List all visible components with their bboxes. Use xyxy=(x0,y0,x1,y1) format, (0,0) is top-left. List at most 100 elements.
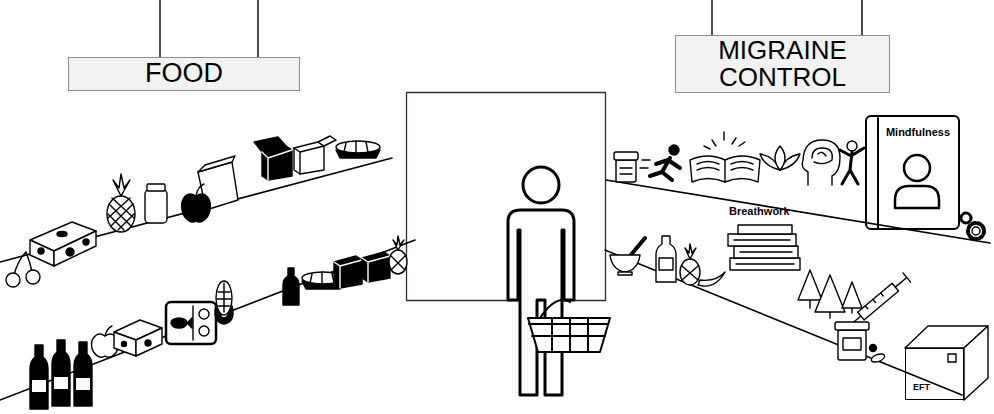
stretching-person-icon-part xyxy=(847,141,857,151)
pineapple-icon-part xyxy=(391,256,405,270)
boxes-icon xyxy=(254,136,336,180)
stretching-person-icon-part xyxy=(840,148,864,184)
pill-bottle-icon-part xyxy=(616,160,636,182)
grocery-bag-icon-part xyxy=(196,184,204,196)
shopping-basket xyxy=(528,300,610,352)
box-decoration-part xyxy=(948,354,956,362)
shopper-figure-part xyxy=(523,167,559,203)
gear-icon-part xyxy=(961,213,971,223)
pineapple-icon-part xyxy=(680,259,700,285)
pie-icon-part xyxy=(336,141,380,153)
cheese-icon-part xyxy=(66,248,74,256)
corn-icon xyxy=(215,281,233,324)
cheese-icon-part xyxy=(57,232,67,237)
pineapple-icon-part xyxy=(107,196,135,232)
cheese-icon-part xyxy=(114,332,136,356)
shopping-basket-part xyxy=(528,318,610,352)
cheese-icon xyxy=(114,320,162,356)
pie-icon-part xyxy=(310,272,334,284)
book-stack-icon-part xyxy=(734,240,794,264)
banana-icon-part xyxy=(698,272,725,286)
sign-rope-part xyxy=(861,0,862,35)
bottle-icon xyxy=(283,268,299,305)
cheese-icon xyxy=(30,222,96,266)
pie-icon-part xyxy=(344,141,368,153)
grocery-bag-icon xyxy=(182,156,238,222)
runner-icon-part xyxy=(640,160,650,168)
shopper-figure-part xyxy=(508,210,574,395)
bottle-icon-part xyxy=(659,258,673,270)
cheese-icon-part xyxy=(145,340,151,346)
jar-icon-part xyxy=(147,184,165,191)
bento-tray-icon-part xyxy=(187,318,192,328)
boxes-icon-part xyxy=(362,252,390,282)
runner-icon-part xyxy=(650,158,680,180)
brain-head-icon-part xyxy=(812,148,832,164)
aisle-sign: FOOD xyxy=(68,57,300,91)
pineapple-icon xyxy=(389,236,407,274)
pineapple-icon-part xyxy=(393,236,404,250)
jar-icon xyxy=(145,184,167,223)
shelf-line xyxy=(0,158,990,400)
pill-bottle-icon-part xyxy=(614,152,638,160)
sparkle-icon xyxy=(704,132,745,149)
book-stack-icon-part xyxy=(738,225,792,234)
pill-bottle-icon xyxy=(835,322,886,364)
boxes-icon-part xyxy=(262,146,292,180)
pineapple-icon xyxy=(680,244,700,285)
corn-icon-part xyxy=(217,283,231,312)
jar-icon-part xyxy=(145,190,167,223)
bottle-icon-part xyxy=(656,236,676,282)
box-decoration-part xyxy=(964,326,988,400)
bento-tray-icon-part xyxy=(199,326,209,336)
grocery-bag-icon-part xyxy=(182,194,211,222)
lotus-icon-part xyxy=(775,146,785,170)
boxes-icon xyxy=(334,252,390,288)
brain-head-icon xyxy=(802,140,840,185)
pill-bottle-icon-part xyxy=(870,352,886,363)
doorway-frame xyxy=(407,93,606,301)
pineapple-icon-part xyxy=(685,244,696,259)
banana-icon xyxy=(698,272,725,286)
bottle-icon xyxy=(656,236,676,282)
stretching-person-icon xyxy=(840,141,864,184)
pill-bottle-icon-part xyxy=(835,322,869,330)
pineapple-icon xyxy=(107,174,135,232)
gear-icon xyxy=(961,213,984,239)
trees-icon xyxy=(798,270,862,318)
wine-bottle-icon-part xyxy=(32,380,46,392)
gear-icon-part xyxy=(968,223,984,239)
boxes-icon-part xyxy=(362,256,390,282)
syringe-icon-part xyxy=(858,283,899,320)
wine-bottle-icon-part xyxy=(76,378,90,390)
wine-bottle-icon xyxy=(30,340,92,409)
boxes-icon-part xyxy=(294,142,324,174)
product-label: Breathwork xyxy=(729,205,790,217)
sparkle-icon-part xyxy=(704,132,745,149)
cheese-icon-part xyxy=(136,328,162,356)
aisle-sign-text: MIGRAINE CONTROL xyxy=(686,37,879,92)
boxes-icon-part xyxy=(334,260,362,288)
apple-icon-part xyxy=(105,326,112,336)
boxes-icon-part xyxy=(294,146,324,174)
shopping-basket-part xyxy=(540,300,570,318)
runner-icon xyxy=(640,145,680,180)
corn-icon-part xyxy=(216,281,232,315)
trees-icon-part xyxy=(815,275,845,318)
bento-tray-icon-part xyxy=(199,309,209,319)
pill-bottle-icon-part xyxy=(838,330,866,360)
mortar-pestle-icon xyxy=(610,238,645,275)
product-box: EFT xyxy=(905,348,964,400)
book-stack-icon xyxy=(728,225,800,270)
open-book-icon xyxy=(690,156,760,182)
product-box-text: EFT xyxy=(913,382,930,393)
pineapple-icon-part xyxy=(108,198,134,230)
sign-rope-part xyxy=(159,0,160,57)
trees-icon-part xyxy=(842,282,862,313)
mortar-pestle-icon-part xyxy=(630,238,645,256)
shopper-figure xyxy=(508,167,574,395)
boxes-icon-part xyxy=(262,150,292,180)
book-decoration-part xyxy=(904,155,930,181)
sign-rope-part xyxy=(257,0,258,57)
